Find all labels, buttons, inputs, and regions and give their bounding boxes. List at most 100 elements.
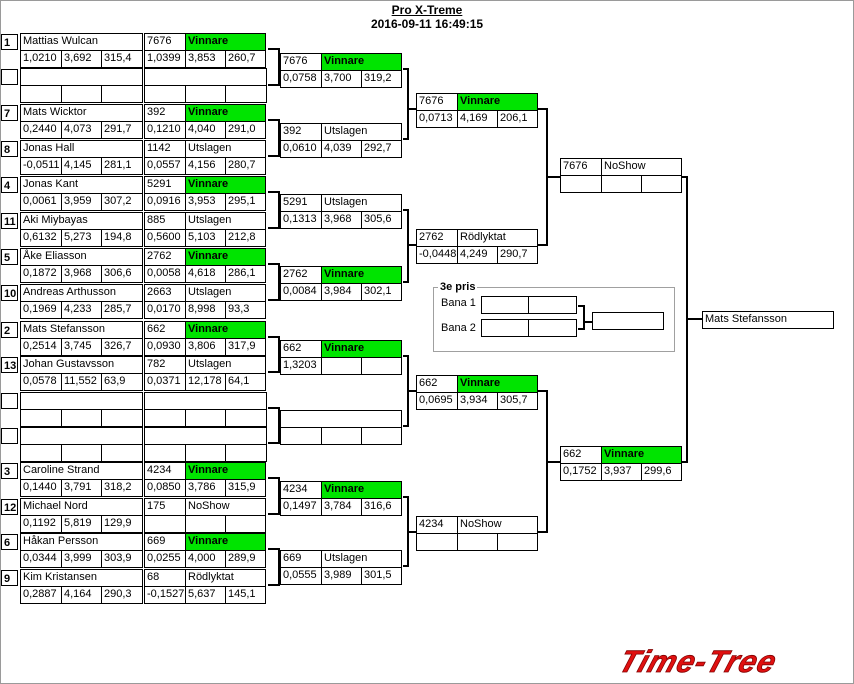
speed: 306,6 bbox=[101, 265, 143, 283]
speed bbox=[641, 175, 682, 193]
racer-name[interactable]: Aki Miybayas bbox=[20, 212, 143, 230]
car-number: 5291 bbox=[280, 194, 322, 212]
elapsed-time: 4,249 bbox=[457, 246, 498, 264]
speed: 206,1 bbox=[497, 110, 538, 128]
bracket-connector bbox=[578, 328, 584, 330]
car-number: 175 bbox=[144, 498, 186, 516]
racer-name[interactable]: Caroline Strand bbox=[20, 462, 143, 480]
elapsed-time: 4,164 bbox=[61, 586, 102, 604]
speed: 307,2 bbox=[101, 193, 143, 211]
racer-name[interactable]: Mattias Wulcan bbox=[20, 33, 143, 51]
racer-name[interactable]: Mats Wicktor bbox=[20, 104, 143, 122]
elapsed-time: 3,692 bbox=[61, 50, 102, 68]
speed: 303,9 bbox=[101, 550, 143, 568]
bracket-connector bbox=[403, 68, 409, 70]
elapsed-time: 3,786 bbox=[185, 479, 226, 497]
winner-badge: Vinnare bbox=[321, 481, 402, 499]
bracket-connector bbox=[407, 108, 417, 110]
racer-name[interactable]: Andreas Arthusson bbox=[20, 284, 143, 302]
bracket-connector bbox=[538, 108, 548, 110]
reaction-time: 0,1440 bbox=[20, 479, 62, 497]
result-status: Utslagen bbox=[321, 123, 402, 141]
result-status: Utslagen bbox=[185, 212, 266, 230]
racer-name[interactable]: Jonas Hall bbox=[20, 140, 143, 158]
bracket-connector bbox=[403, 209, 409, 211]
seed-number: 2 bbox=[1, 322, 18, 338]
car-number: 2663 bbox=[144, 284, 186, 302]
speed: 317,9 bbox=[225, 338, 266, 356]
bracket-connector bbox=[403, 138, 409, 140]
result-status: Utslagen bbox=[185, 140, 266, 158]
reaction-time: 0,0344 bbox=[20, 550, 62, 568]
reaction-time: 0,2514 bbox=[20, 338, 62, 356]
elapsed-time: 4,000 bbox=[185, 550, 226, 568]
reaction-time: 0,0170 bbox=[144, 301, 186, 319]
third-place-group bbox=[433, 287, 675, 352]
speed bbox=[361, 357, 402, 375]
bracket-connector bbox=[268, 407, 280, 409]
empty-cell bbox=[185, 444, 226, 462]
empty-slot bbox=[144, 68, 267, 86]
elapsed-time: 4,618 bbox=[185, 265, 226, 283]
racer-name[interactable]: Jonas Kant bbox=[20, 176, 143, 194]
reaction-time: 0,0610 bbox=[280, 140, 322, 158]
elapsed-time: 5,103 bbox=[185, 229, 226, 247]
speed: 319,2 bbox=[361, 70, 402, 88]
bracket-connector bbox=[268, 48, 280, 50]
car-number: 4234 bbox=[144, 462, 186, 480]
racer-name[interactable] bbox=[20, 427, 143, 445]
lane-2-label: Bana 2 bbox=[441, 322, 476, 334]
bracket-connector bbox=[546, 461, 561, 463]
racer-name[interactable]: Mats Stefansson bbox=[20, 321, 143, 339]
elapsed-time: 3,806 bbox=[185, 338, 226, 356]
bracket-connector bbox=[682, 176, 688, 178]
reaction-time: 0,0371 bbox=[144, 373, 186, 391]
bracket-connector bbox=[268, 84, 280, 86]
reaction-time bbox=[20, 85, 62, 103]
bracket-connector bbox=[278, 137, 281, 139]
elapsed-time: 3,999 bbox=[61, 550, 102, 568]
reaction-time bbox=[560, 175, 602, 193]
empty-cell bbox=[185, 85, 226, 103]
speed: 305,6 bbox=[361, 211, 402, 229]
speed: 315,4 bbox=[101, 50, 143, 68]
winner-badge: Vinnare bbox=[321, 53, 402, 71]
speed: 280,7 bbox=[225, 157, 266, 175]
elapsed-time: 4,073 bbox=[61, 121, 102, 139]
racer-name[interactable]: Johan Gustavsson bbox=[20, 356, 143, 374]
reaction-time: -0,0511 bbox=[20, 157, 62, 175]
elapsed-time: 4,233 bbox=[61, 301, 102, 319]
bracket-connector bbox=[278, 209, 281, 211]
speed: 316,6 bbox=[361, 498, 402, 516]
speed: 302,1 bbox=[361, 283, 402, 301]
reaction-time: 1,0210 bbox=[20, 50, 62, 68]
empty-cell bbox=[144, 85, 186, 103]
reaction-time: 0,1872 bbox=[20, 265, 62, 283]
racer-name[interactable]: Håkan Persson bbox=[20, 533, 143, 551]
elapsed-time: 4,040 bbox=[185, 121, 226, 139]
empty-cell bbox=[144, 444, 186, 462]
racer-name[interactable]: Michael Nord bbox=[20, 498, 143, 516]
seed-number bbox=[1, 428, 18, 444]
result-status: Utslagen bbox=[321, 550, 402, 568]
seed-number: 8 bbox=[1, 141, 18, 157]
racer-name[interactable] bbox=[20, 68, 143, 86]
champion-name: Mats Stefansson bbox=[702, 311, 834, 329]
seed-number: 13 bbox=[1, 357, 18, 373]
bracket-connector bbox=[583, 321, 593, 323]
seed-number: 11 bbox=[1, 213, 18, 229]
racer-name[interactable]: Kim Kristansen bbox=[20, 569, 143, 587]
elapsed-time: 3,791 bbox=[61, 479, 102, 497]
car-number: 4234 bbox=[416, 516, 458, 534]
lane-2-result bbox=[528, 319, 577, 337]
car-number: 7676 bbox=[416, 93, 458, 111]
elapsed-time bbox=[457, 533, 498, 551]
reaction-time bbox=[416, 533, 458, 551]
racer-name[interactable] bbox=[20, 392, 143, 410]
reaction-time: 0,0916 bbox=[144, 193, 186, 211]
speed: 285,7 bbox=[101, 301, 143, 319]
winner-badge: Vinnare bbox=[185, 462, 266, 480]
bracket-connector bbox=[278, 281, 281, 283]
racer-name[interactable]: Åke Eliasson bbox=[20, 248, 143, 266]
reaction-time: 0,0061 bbox=[20, 193, 62, 211]
